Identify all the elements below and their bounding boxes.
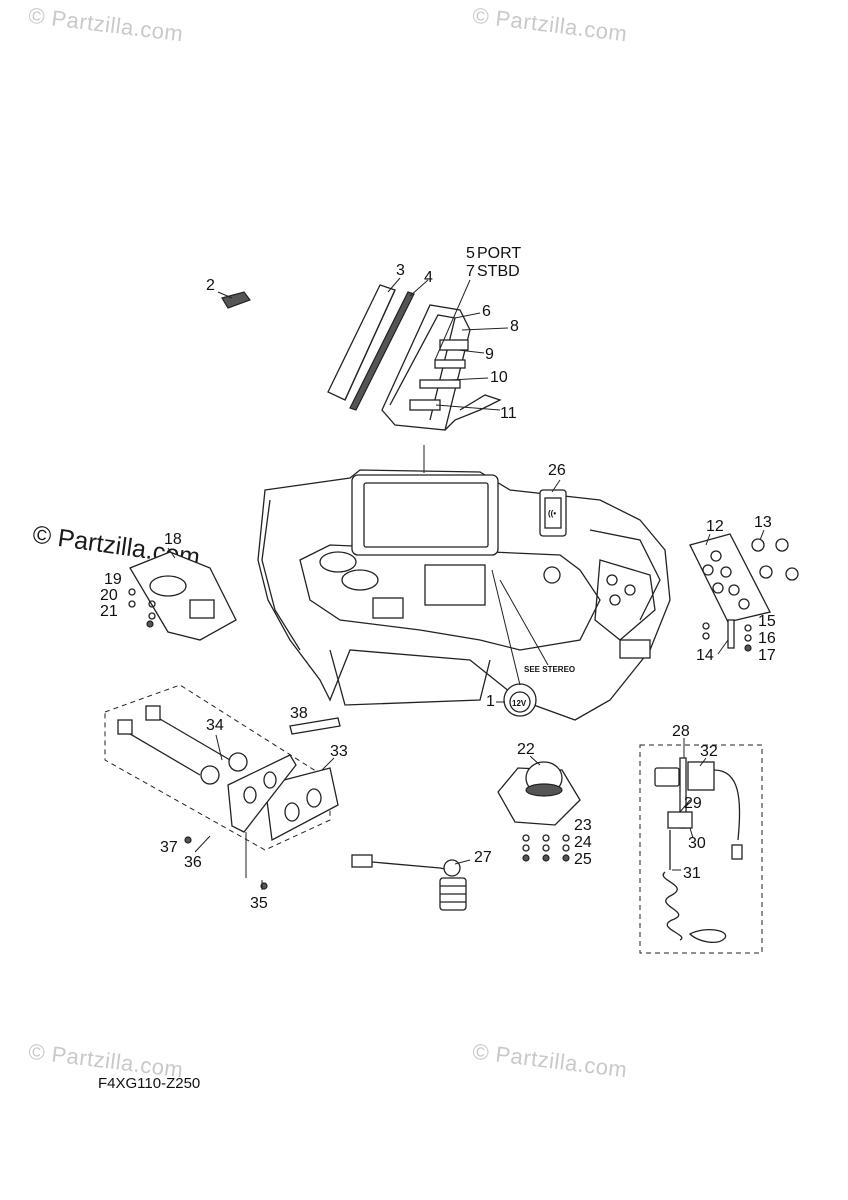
callout-19: 19	[104, 571, 122, 588]
callout-16: 16	[758, 630, 776, 647]
part-3-4-panels	[327, 284, 415, 411]
callout-2: 2	[206, 277, 215, 294]
part-22-knob	[497, 761, 581, 862]
callout-4: 4	[424, 269, 433, 286]
callout-30: 30	[688, 835, 706, 852]
part-1-12v-outlet: 12V	[503, 683, 537, 717]
callout-3: 3	[396, 262, 405, 279]
callout-34: 34	[206, 717, 224, 734]
part-5-11-housing	[381, 304, 502, 431]
callout-31: 31	[683, 865, 701, 882]
callout-7-label: STBD	[477, 263, 520, 280]
callout-33: 33	[330, 743, 348, 760]
callout-5-label: PORT	[477, 245, 521, 262]
see-stereo-note: SEE STEREO	[524, 665, 575, 674]
callout-labels: 2 3 4 5 PORT 7 STBD 6 8 9 10 11 26 18 19…	[100, 245, 776, 912]
svg-text:12V: 12V	[512, 699, 527, 708]
callout-12: 12	[706, 518, 724, 535]
callout-10: 10	[490, 369, 508, 386]
callout-32: 32	[700, 743, 718, 760]
callout-28: 28	[672, 723, 690, 740]
callout-7: 7	[466, 263, 475, 280]
part-12-plate	[689, 533, 771, 623]
callout-35: 35	[250, 895, 268, 912]
callout-1: 1	[486, 693, 495, 710]
part-18-bracket	[128, 551, 237, 641]
part-26-phone-holder: ((•	[539, 489, 567, 537]
callout-29: 29	[684, 795, 702, 812]
callout-9: 9	[485, 346, 494, 363]
part-13-screws	[751, 538, 799, 581]
svg-text:((•: ((•	[548, 509, 556, 518]
callout-5: 5	[466, 245, 475, 262]
callout-18: 18	[164, 531, 182, 548]
callout-22: 22	[517, 741, 535, 758]
part-33-34-group	[104, 684, 339, 890]
callout-11: 11	[500, 405, 517, 422]
part-38-strip	[289, 717, 341, 735]
dashboard-console	[257, 469, 671, 721]
diagram-code: F4XG110-Z250	[98, 1075, 201, 1092]
part-27-plug	[351, 854, 467, 911]
callout-25: 25	[574, 851, 592, 868]
callout-24: 24	[574, 834, 592, 851]
callout-6: 6	[482, 303, 491, 320]
callout-38: 38	[290, 705, 308, 722]
callout-15: 15	[758, 613, 776, 630]
callout-37: 37	[160, 839, 178, 856]
callout-27: 27	[474, 849, 492, 866]
callout-36: 36	[184, 854, 202, 871]
callout-8: 8	[510, 318, 519, 335]
part-14-17-hardware	[702, 619, 752, 652]
callout-23: 23	[574, 817, 592, 834]
callout-20: 20	[100, 587, 118, 604]
callout-13: 13	[754, 514, 772, 531]
callout-17: 17	[758, 647, 776, 664]
callout-26: 26	[548, 462, 566, 479]
leader-lines	[167, 277, 765, 890]
part-2-key	[221, 291, 251, 309]
callout-14: 14	[696, 647, 714, 664]
callout-21: 21	[100, 603, 118, 620]
